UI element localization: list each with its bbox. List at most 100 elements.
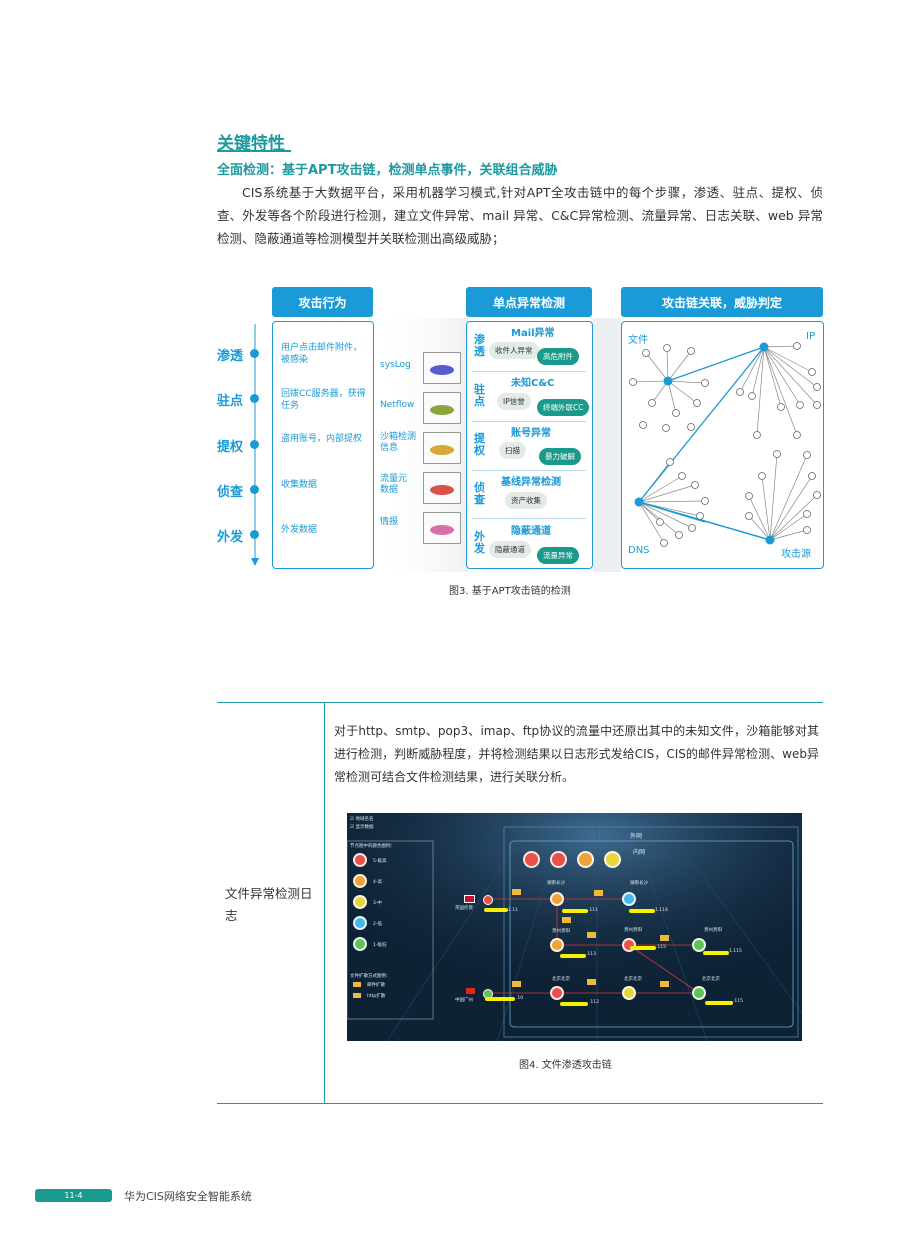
ip-suffix: .113 xyxy=(586,952,597,957)
ip-redacted xyxy=(562,909,588,913)
header-chain-correlation: 攻击链关联，威胁判定 xyxy=(621,287,823,317)
ip-suffix: .10 xyxy=(516,996,524,1001)
graph-node-blue xyxy=(622,892,636,906)
stage-label: 驻点 xyxy=(217,394,244,409)
graph-node-orange xyxy=(550,892,564,906)
ip-redacted xyxy=(629,909,655,913)
divider xyxy=(472,421,586,422)
detections-box: 渗透 Mail异常 收件人异常 高危附件 驻点 未知C&C IP信誉 终端外联C… xyxy=(466,321,593,569)
node-label: 湖南长沙 xyxy=(547,881,565,886)
graph-label-attacker: 攻击源 xyxy=(781,549,811,560)
behavior-text: 收集数据 xyxy=(281,480,318,490)
source-node xyxy=(483,895,493,905)
source-place: 中国广州 xyxy=(455,998,473,1003)
legend-node-red xyxy=(353,853,367,867)
detection-pill: 高危附件 xyxy=(537,348,579,365)
figure-3: 攻击行为 单点异常检测 攻击链关联，威胁判定 渗透 驻点 提权 侦查 外发 用户… xyxy=(210,284,825,574)
top-node-red xyxy=(523,851,540,868)
graph-node-red xyxy=(550,986,564,1000)
data-cube-icon xyxy=(423,432,461,464)
node-label: 贵州贵阳 xyxy=(624,928,642,933)
node-label: 湖南长沙 xyxy=(630,881,648,886)
inner-network-label: 内网 xyxy=(633,849,646,856)
detection-title: 未知C&C xyxy=(511,378,555,389)
intro-paragraph: CIS系统基于大数据平台，采用机器学习模式,针对APT全攻击链中的每个步骤，渗透… xyxy=(217,185,823,246)
stage-dot xyxy=(250,530,259,539)
figure-3-caption: 图3. 基于APT攻击链的检测 xyxy=(449,586,571,597)
legend-level: 2-低 xyxy=(373,922,382,927)
data-cube-icon xyxy=(423,352,461,384)
node-label: 北京北京 xyxy=(624,977,642,982)
detection-title: 账号异常 xyxy=(511,428,551,439)
data-source-label: sysLog xyxy=(380,360,411,370)
uk-flag-icon xyxy=(464,895,475,903)
ip-suffix: 1.11 xyxy=(508,908,519,913)
table-bottom-border xyxy=(217,1103,823,1104)
behavior-text: 用户点击邮件附件，被感染 xyxy=(281,343,363,365)
node-label: 贵州贵阳 xyxy=(552,929,570,934)
folder-icon xyxy=(353,993,361,998)
graph-node-green xyxy=(692,986,706,1000)
correlation-graph xyxy=(629,342,821,547)
figure-4-screenshot: ☑ 地域名名 ☑ 显示数据 节点图中的颜色图例： 5-极高 4-高 3-中 2-… xyxy=(347,813,802,1041)
footer-title: 华为CIS网络安全智能系统 xyxy=(124,1190,252,1203)
node-label: 北京北京 xyxy=(702,977,720,982)
data-source-label: 流量元数据 xyxy=(380,474,408,495)
expand-item: 邮件扩散 xyxy=(367,983,385,988)
ip-redacted xyxy=(560,1002,588,1006)
ip-redacted xyxy=(485,997,515,1001)
source-place: 英国伦敦 xyxy=(455,906,473,911)
legend-node-green xyxy=(353,937,367,951)
folder-icon xyxy=(562,917,571,923)
ip-suffix: 1.115 xyxy=(729,949,742,954)
behavior-text: 回拨CC服务器，获得任务 xyxy=(281,389,366,411)
stage-label: 外发 xyxy=(217,530,244,545)
data-source-label: Netflow xyxy=(380,400,415,410)
ip-redacted xyxy=(484,908,508,912)
section-title: 关键特性 xyxy=(217,134,285,154)
graph-label-file: 文件 xyxy=(628,335,648,346)
legend-node-yellow xyxy=(353,895,367,909)
ip-suffix: 1.114 xyxy=(655,908,668,913)
behavior-text: 盗用账号，内部提权 xyxy=(281,434,363,444)
stage-label: 提权 xyxy=(217,440,244,455)
divider xyxy=(472,371,586,372)
checkbox-option[interactable]: ☑ 地域名名 xyxy=(350,817,374,822)
ip-redacted xyxy=(703,951,729,955)
folder-icon xyxy=(512,889,521,895)
divider xyxy=(472,518,586,519)
detection-side-label: 提权 xyxy=(474,432,485,457)
detection-pill: 流量异常 xyxy=(537,547,579,564)
table-column-divider xyxy=(324,702,325,1103)
legend-level: 3-中 xyxy=(373,901,382,906)
data-source-label: 沙箱检测信息 xyxy=(380,432,417,453)
graph-label-ip: IP xyxy=(806,331,815,342)
top-node-orange xyxy=(577,851,594,868)
detection-pill: IP信誉 xyxy=(497,393,531,410)
stage-dot xyxy=(250,349,259,358)
folder-icon xyxy=(353,982,361,987)
data-source-label: 情报 xyxy=(380,517,399,527)
folder-icon xyxy=(594,890,603,896)
detection-pill: 隐蔽通道 xyxy=(489,541,531,558)
checkbox-option[interactable]: ☑ 显示数据 xyxy=(350,825,374,830)
detection-pill: 终端外联CC xyxy=(537,399,590,416)
legend-level: 4-高 xyxy=(373,880,382,885)
detection-pill: 收件人异常 xyxy=(489,342,539,359)
legend-level: 1-极低 xyxy=(373,943,387,948)
top-node-red xyxy=(550,851,567,868)
ip-suffix: .111 xyxy=(588,908,599,913)
graph-node-green xyxy=(692,938,706,952)
graph-node-yellow xyxy=(622,986,636,1000)
screenshot-background xyxy=(347,813,802,1041)
section-subtitle: 全面检测：基于APT攻击链，检测单点事件，关联组合威胁 xyxy=(217,163,558,178)
cn-flag-icon xyxy=(466,988,475,994)
ip-suffix: .112 xyxy=(589,1000,600,1005)
expand-item: http扩散 xyxy=(367,994,386,999)
node-label: 贵州贵阳 xyxy=(704,928,722,933)
ip-redacted xyxy=(560,954,586,958)
detection-pill: 扫描 xyxy=(499,442,526,459)
graph-label-dns: DNS xyxy=(628,545,650,556)
behaviors-box: 用户点击邮件附件，被感染 回拨CC服务器，获得任务 盗用账号，内部提权 收集数据… xyxy=(272,321,374,569)
table-row-label: 文件异常检测日志 xyxy=(225,886,313,923)
